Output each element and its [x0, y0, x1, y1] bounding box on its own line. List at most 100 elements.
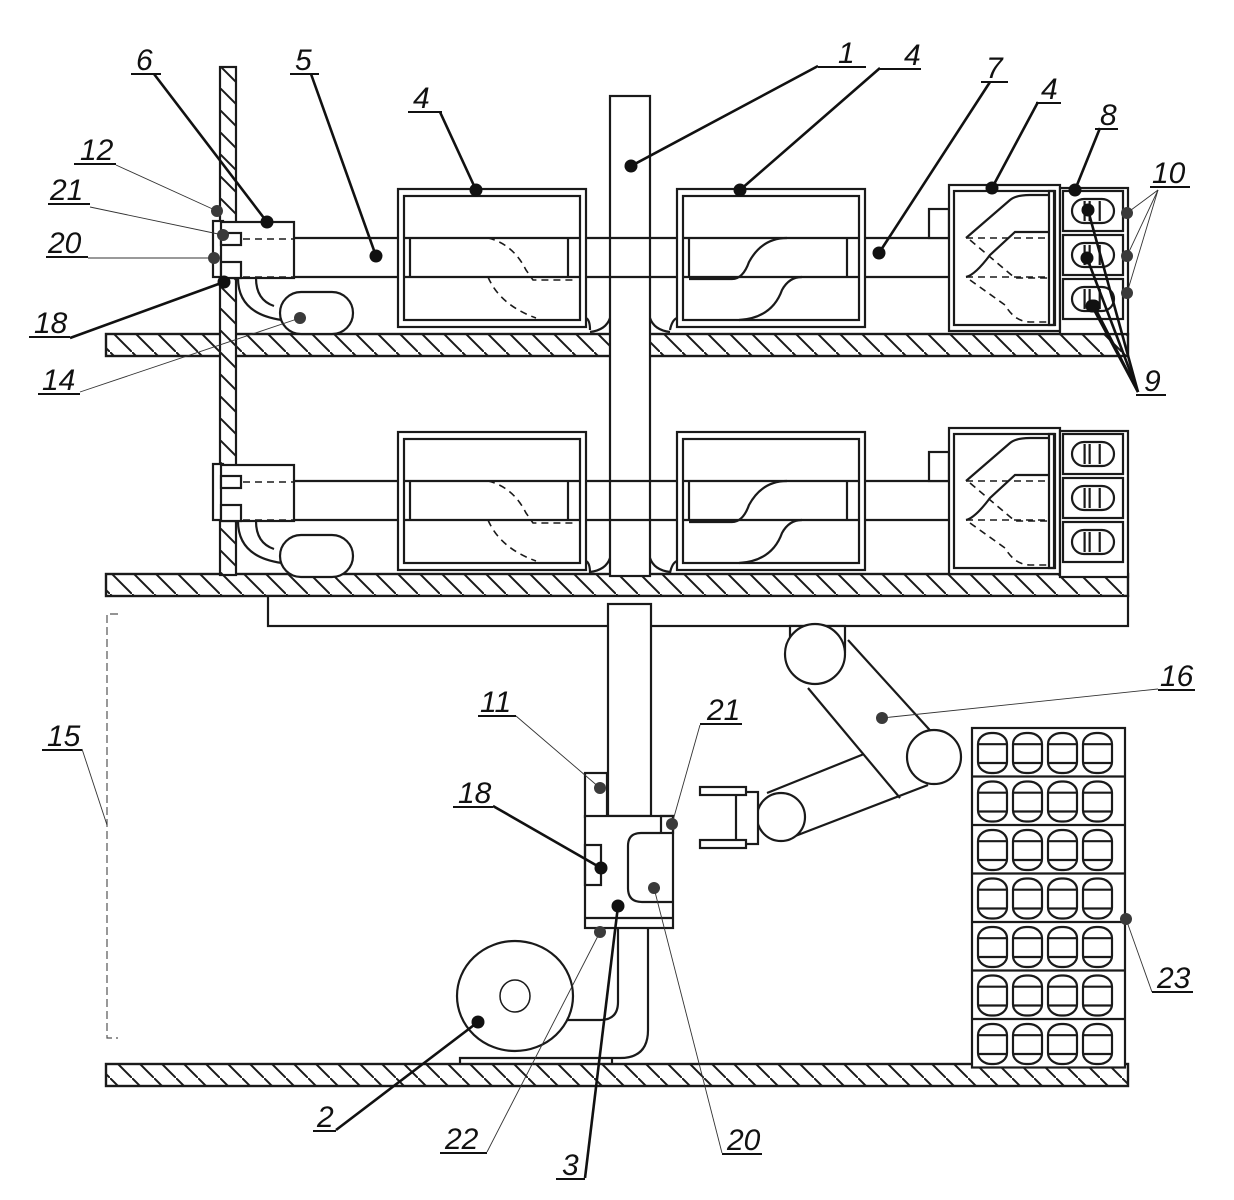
module-inner [402, 437, 582, 565]
flow-path [738, 275, 803, 322]
branch [965, 193, 1050, 239]
callout-dot [624, 159, 638, 173]
callout-4: 4 [408, 82, 483, 197]
bottle [976, 780, 1009, 823]
module-inner [681, 437, 861, 565]
hose [254, 520, 275, 551]
flow-path [487, 237, 574, 281]
callout-18: 18 [29, 275, 231, 340]
callout-2: 2 [313, 1015, 485, 1134]
leader-line [1126, 189, 1159, 257]
callout-label: 3 [562, 1149, 579, 1182]
bottle [1070, 484, 1116, 512]
manifold [1047, 189, 1057, 327]
valve-port [219, 260, 243, 280]
callout-7: 7 [872, 52, 1008, 260]
callout-label: 2 [316, 1101, 334, 1134]
callout-dot [594, 926, 606, 938]
bottle [976, 925, 1009, 969]
sensor-housing-11 [583, 771, 609, 819]
bottle-body [1081, 780, 1114, 823]
ceiling-beam [266, 594, 1130, 628]
callout-dot [648, 882, 660, 894]
callout-dot [369, 249, 383, 263]
branch [969, 522, 1050, 566]
leader-line [79, 317, 301, 393]
bottle [1046, 1022, 1079, 1066]
bottle-body [1011, 780, 1044, 823]
callout-label: 20 [47, 227, 82, 260]
wall [218, 65, 238, 577]
bottle [1070, 528, 1116, 556]
bottle-body [1070, 440, 1116, 468]
callout-label: 9 [1144, 365, 1161, 398]
tank-14 [278, 290, 355, 336]
callout-label: 18 [34, 307, 68, 340]
bottle [1081, 925, 1114, 969]
callout-4: 4 [985, 73, 1061, 195]
callout-label: 12 [80, 134, 114, 167]
bottle [1046, 925, 1079, 969]
callout-9: 9 [1080, 203, 1166, 398]
bottle [1011, 877, 1044, 920]
manifold [1047, 432, 1057, 570]
bottle-body [1081, 828, 1114, 872]
leader-line [877, 81, 992, 254]
hose [585, 317, 592, 331]
bottle-body [976, 731, 1009, 775]
bottle-slots-8 [1058, 429, 1130, 579]
module-outer [396, 187, 588, 329]
bottle-body [976, 828, 1009, 872]
bottle-storage-rack [970, 726, 1127, 1069]
leader-line [486, 931, 601, 1153]
callout-23: 23 [1120, 913, 1193, 995]
flow-path [487, 276, 537, 319]
bottle-body [1011, 974, 1044, 1017]
callout-dot [1121, 250, 1133, 262]
bottle-body [1046, 1022, 1079, 1066]
bottle-body [976, 780, 1009, 823]
callout-3: 3 [556, 899, 625, 1182]
bottle-body [976, 877, 1009, 920]
hose [668, 316, 678, 331]
bottle [1011, 974, 1044, 1017]
dispensing-level-upper [211, 183, 1130, 336]
bottle [976, 828, 1009, 872]
leader-line [69, 280, 225, 340]
callout-18: 18 [453, 777, 608, 875]
flow-path [738, 518, 803, 565]
bottle [1046, 877, 1079, 920]
leader-line [492, 804, 602, 870]
callout-label: 15 [47, 720, 81, 753]
bottle [1081, 780, 1114, 823]
bottle [976, 877, 1009, 920]
callout-14: 14 [38, 312, 306, 397]
filter-module-4 [675, 187, 867, 329]
filter-module-4 [396, 187, 588, 329]
callout-label: 5 [295, 44, 312, 77]
leader-line [115, 164, 218, 212]
callout-20: 20 [648, 882, 762, 1157]
callout-label: 7 [986, 52, 1004, 85]
callout-dot [985, 181, 999, 195]
bottle-body [1081, 877, 1114, 920]
leader-line [881, 688, 1159, 719]
callout-21: 21 [666, 694, 742, 830]
callout-dot [594, 782, 606, 794]
leader-line [152, 73, 269, 223]
hose [668, 559, 678, 574]
callout-8: 8 [1068, 99, 1118, 197]
leader-line [81, 748, 108, 826]
pump-station [458, 771, 675, 1064]
bottle-body [1046, 780, 1079, 823]
bottle [976, 731, 1009, 775]
hose [236, 520, 283, 565]
callout-dot [208, 252, 220, 264]
bottle-body [1081, 974, 1114, 1017]
water-pump [455, 939, 575, 1053]
callout-dot [594, 861, 608, 875]
leader-line [630, 64, 819, 168]
callout-label: 11 [480, 686, 511, 719]
junction-box [927, 450, 951, 483]
